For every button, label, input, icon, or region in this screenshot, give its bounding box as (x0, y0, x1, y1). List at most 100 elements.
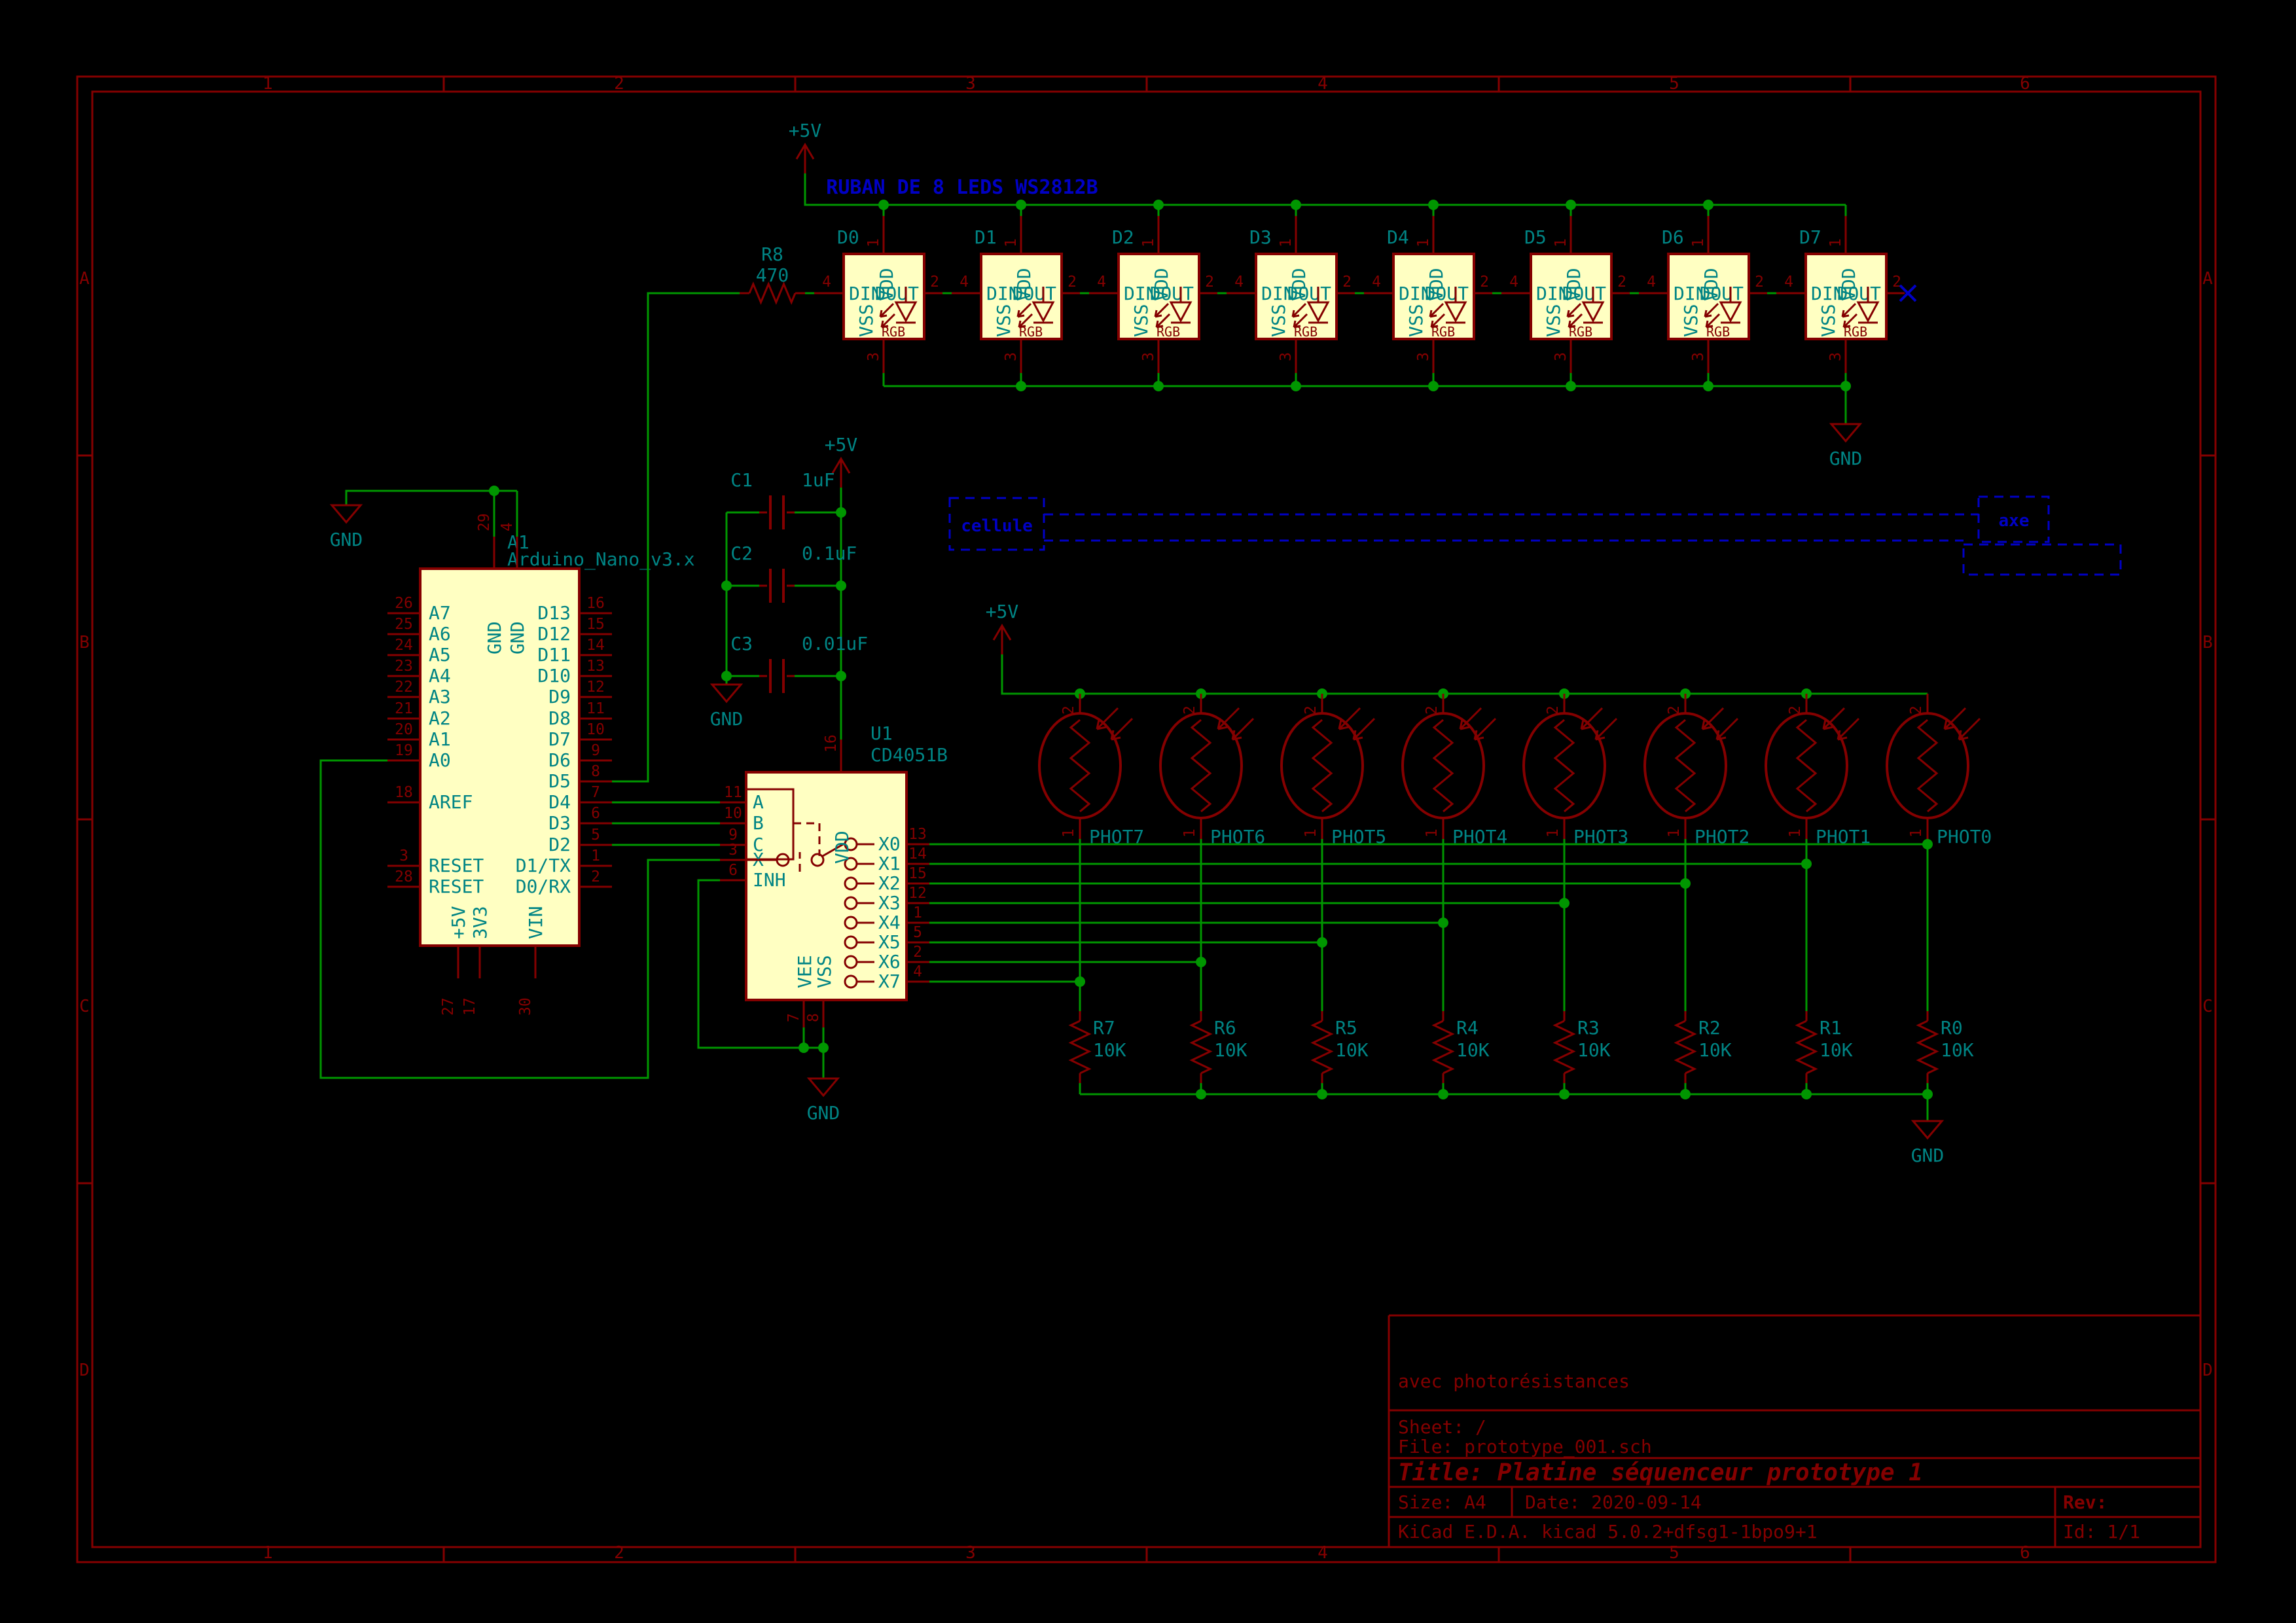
wire-junction (1438, 1089, 1448, 1099)
mux-value: CD4051B (870, 744, 948, 766)
resistor-value: 10K (1335, 1039, 1369, 1061)
wire-junction (1196, 957, 1206, 967)
arduino-pin-name: A3 (429, 686, 451, 707)
wire-junction (1559, 898, 1570, 908)
p5v-photo (992, 624, 1012, 654)
mux-pin-name: B (753, 812, 764, 834)
photoresistor-ref: PHOT0 (1937, 826, 1992, 847)
cap-ref: C2 (730, 543, 753, 564)
led-pin-number: 4 (822, 274, 831, 291)
pulldown-resistor[interactable] (1068, 1020, 1092, 1075)
resistor-value: 10K (1698, 1039, 1732, 1061)
arduino-pin-name: D5 (548, 770, 571, 792)
resistor-value: 10K (1820, 1039, 1853, 1061)
led-pin-name: DIN (1674, 283, 1707, 304)
led-pin-name: DOUT (1287, 283, 1332, 304)
led-pin-number: 3 (1003, 352, 1020, 361)
photo-arrow-icon (1958, 717, 1981, 741)
led-rgb-label: RGB (1844, 324, 1867, 340)
led-pin-name: VSS (1543, 304, 1564, 337)
led-pin-name: VDD (876, 268, 897, 301)
photo-arrow-icon (1338, 707, 1361, 730)
pulldown-resistor[interactable] (1310, 1020, 1334, 1075)
arduino-pin-name: A1 (429, 728, 451, 750)
arduino-pin-name: A0 (429, 749, 451, 771)
ruban-note: RUBAN DE 8 LEDS WS2812B (826, 176, 1098, 199)
mux-pin-name: X2 (878, 872, 901, 894)
led-diode-icon (1444, 301, 1467, 323)
r8-value: 470 (756, 264, 789, 286)
mux-pin-number: 9 (728, 827, 738, 844)
arduino-pin-name: RESET (429, 855, 484, 876)
pulldown-resistor[interactable] (1431, 1020, 1455, 1075)
led-pin-number: 4 (1234, 274, 1244, 291)
resistor-value: 10K (1214, 1039, 1247, 1061)
p5v-caps (831, 457, 851, 488)
photo-p5v-rail (1001, 654, 1928, 695)
mux-pin-number: 12 (908, 885, 927, 902)
titleblock-id: Id: 1/1 (2063, 1521, 2140, 1543)
led-emission-arrow-icon (1155, 313, 1171, 329)
led-pin-number: 4 (960, 274, 969, 291)
grid-col-label: 5 (1669, 74, 1679, 94)
photo-arrow-icon (1473, 717, 1497, 741)
led-pin-name: VDD (1700, 268, 1722, 301)
arduino-pin-name: D11 (537, 644, 571, 666)
led-emission-arrow-icon (1291, 302, 1307, 318)
pulldown-resistor[interactable] (1795, 1020, 1818, 1075)
wire-junction (1680, 878, 1691, 889)
led-rgb-label: RGB (1157, 324, 1180, 340)
wire-junction (1153, 381, 1164, 391)
cap-ref: C1 (730, 469, 753, 491)
titleblock-title: Title: Platine séquenceur prototype 1 (1398, 1459, 1923, 1486)
arduino-pin-number: 9 (591, 742, 600, 759)
led-pin-name: DOUT (1837, 283, 1882, 304)
led-pin-number: 2 (1205, 274, 1214, 291)
arduino-pin-name: GND (507, 621, 528, 654)
mux-pin-name: X0 (878, 833, 901, 855)
d5-to-r8-wire (612, 292, 740, 783)
arduino-pin-name: D10 (537, 665, 571, 687)
grid-row-label: B (2202, 633, 2213, 652)
photo-arrow-icon (1594, 717, 1618, 741)
led-emission-arrow-icon (1704, 302, 1719, 318)
led-pin-number: 2 (1617, 274, 1626, 291)
cd4051-body[interactable] (745, 771, 908, 1001)
pulldown-resistor[interactable] (1189, 1020, 1213, 1075)
led-pin-number: 4 (1372, 274, 1381, 291)
pulldown-resistor[interactable] (1916, 1020, 1939, 1075)
ws2812-led-body[interactable] (1117, 253, 1200, 340)
arduino-nano-body[interactable] (419, 567, 581, 947)
photo-arrow-icon (1822, 707, 1846, 730)
led-pin-number: 1 (1827, 238, 1844, 247)
led-pin-name: DOUT (875, 283, 920, 304)
led-pin-name: DIN (1124, 283, 1157, 304)
led-pin-number: 2 (930, 274, 939, 291)
wire-junction (1566, 200, 1576, 210)
photoresistor-zigzag (1432, 719, 1454, 813)
mux-pin-number: 14 (908, 846, 927, 863)
pulldown-resistor[interactable] (1674, 1020, 1697, 1075)
wire-junction (878, 200, 889, 210)
wire-junction (1291, 200, 1301, 210)
photo-pin-number: 1 (1545, 829, 1562, 838)
led-pin-name: DIN (849, 283, 882, 304)
mux-pin-name: X5 (878, 931, 901, 953)
grid-col-label: 2 (614, 1543, 624, 1563)
led-diode-icon (1306, 301, 1330, 323)
gnd-label: GND (1911, 1145, 1945, 1166)
led-diode-icon (1719, 301, 1742, 323)
resistor-ref: R7 (1093, 1017, 1115, 1039)
r8-resistor[interactable] (748, 281, 797, 305)
arduino-pin-number: 20 (395, 721, 413, 738)
p5v-label: +5V (986, 601, 1019, 622)
led-pin-name: VSS (855, 304, 877, 337)
arduino-pin-number: 30 (517, 997, 534, 1016)
arduino-pin-number: 5 (591, 827, 600, 844)
gnd-resistors (1910, 1120, 1945, 1140)
titleblock-comment: avec photorésistances (1398, 1370, 1630, 1392)
photoresistor-zigzag (1795, 719, 1818, 813)
pulldown-resistor[interactable] (1552, 1020, 1576, 1075)
led-rgb-label: RGB (1706, 324, 1730, 340)
axe-label: axe (1999, 511, 2030, 531)
